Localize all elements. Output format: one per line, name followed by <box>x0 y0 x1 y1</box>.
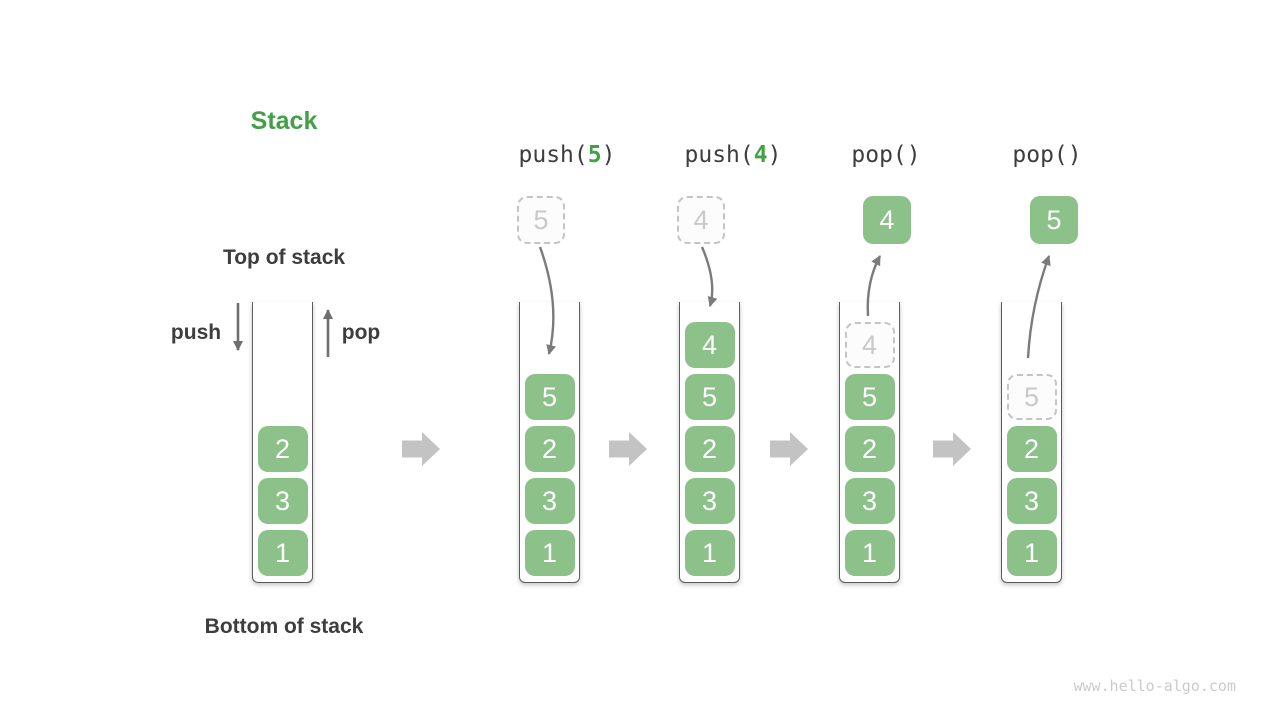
op-argument: 4 <box>753 142 768 168</box>
stack-cell: 2 <box>524 426 575 472</box>
stack-cell: 2 <box>1006 426 1057 472</box>
op-suffix: ) <box>1067 142 1082 168</box>
popped-value-4: 4 <box>863 196 911 244</box>
stack-cell: 2 <box>257 426 308 472</box>
push-4-trajectory-arrow-icon <box>700 246 718 307</box>
top-of-stack-label: Top of stack <box>222 246 346 269</box>
stack-cell: 5 <box>524 374 575 420</box>
stack-cell-ghost: 4 <box>844 322 895 368</box>
op-suffix: ) <box>601 142 616 168</box>
step-arrow-3-icon <box>770 432 808 466</box>
operation-label-push-5: push(5) <box>519 142 616 168</box>
step-arrow-2-icon <box>609 432 647 466</box>
op-suffix: ) <box>767 142 782 168</box>
popped-value-5: 5 <box>1030 196 1078 244</box>
step-arrow-4-icon <box>933 432 971 466</box>
op-suffix: ) <box>906 142 921 168</box>
stack-cell: 1 <box>1006 530 1057 576</box>
stack-cell: 1 <box>844 530 895 576</box>
stack-1: 2 3 1 <box>252 302 313 583</box>
pending-push-value-5: 5 <box>517 196 565 244</box>
push-label: push <box>170 321 222 344</box>
stack-2: 5 2 3 1 <box>519 302 580 583</box>
stack-cell: 5 <box>684 374 735 420</box>
op-prefix: push( <box>684 142 754 168</box>
op-prefix: pop( <box>1012 142 1068 168</box>
op-argument: 5 <box>587 142 602 168</box>
diagram-title: Stack <box>250 107 318 135</box>
stack-cell: 5 <box>844 374 895 420</box>
op-prefix: push( <box>518 142 588 168</box>
stack-cell: 1 <box>684 530 735 576</box>
stack-4: 4 5 2 3 1 <box>839 302 900 583</box>
pop-label: pop <box>341 321 381 344</box>
stack-cell: 4 <box>684 322 735 368</box>
operation-label-pop-2: pop() <box>1012 142 1081 168</box>
stack-cell: 3 <box>684 478 735 524</box>
stack-cell-ghost: 5 <box>1006 374 1057 420</box>
watermark: www.hello-algo.com <box>1073 677 1236 695</box>
stack-cell: 3 <box>257 478 308 524</box>
pending-push-value-4: 4 <box>677 196 725 244</box>
stack-5: 5 2 3 1 <box>1001 302 1062 583</box>
stack-cell: 2 <box>844 426 895 472</box>
stack-cell: 3 <box>524 478 575 524</box>
stack-3: 4 5 2 3 1 <box>679 302 740 583</box>
operation-label-pop-1: pop() <box>851 142 920 168</box>
stack-cell: 3 <box>844 478 895 524</box>
stack-cell: 3 <box>1006 478 1057 524</box>
op-prefix: pop( <box>851 142 907 168</box>
bottom-of-stack-label: Bottom of stack <box>204 615 364 638</box>
stack-cell: 2 <box>684 426 735 472</box>
operation-label-push-4: push(4) <box>685 142 782 168</box>
step-arrow-1-icon <box>402 432 440 466</box>
stack-cell: 1 <box>524 530 575 576</box>
stack-cell: 1 <box>257 530 308 576</box>
